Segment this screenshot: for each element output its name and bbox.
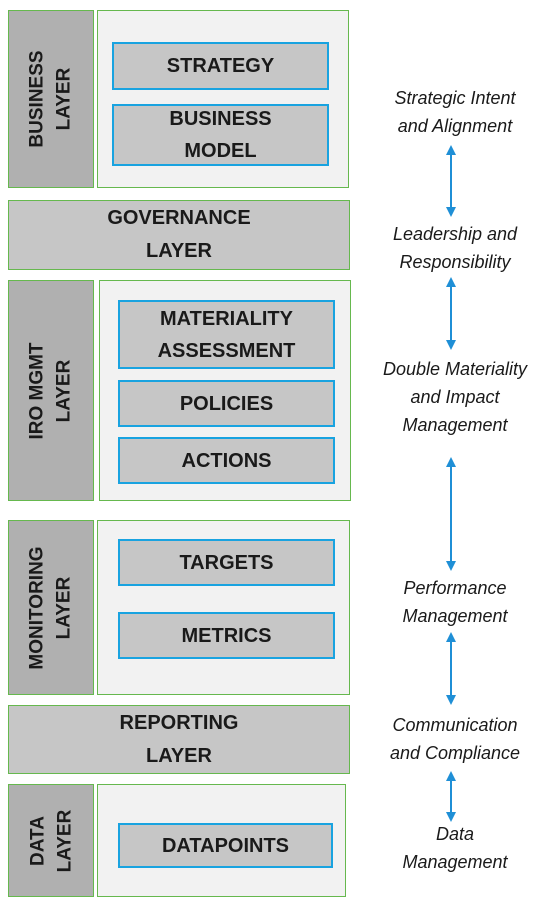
- targets-box: TARGETS: [118, 539, 335, 586]
- metrics-box: METRICS: [118, 612, 335, 659]
- datapoints-box: DATAPOINTS: [118, 823, 333, 868]
- strategy-box: STRATEGY: [112, 42, 329, 90]
- actions-box: ACTIONS: [118, 437, 335, 484]
- policies-box: POLICIES: [118, 380, 335, 427]
